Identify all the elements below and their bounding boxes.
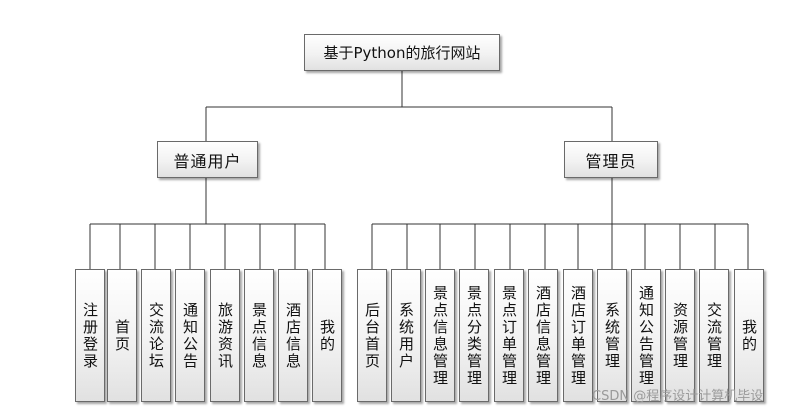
admin-leaf-scenic-category-mgmt: 景点分类管理 <box>459 269 489 402</box>
branch-node-user: 普通用户 <box>157 141 258 178</box>
user-leaf-mine: 我的 <box>312 269 342 402</box>
user-leaf-travel-news: 旅游资讯 <box>210 269 240 402</box>
admin-leaf-hotel-order-mgmt: 酒店订单管理 <box>563 269 593 402</box>
user-leaf-register-login: 注册登录 <box>75 269 105 402</box>
admin-leaf-exchange-mgmt: 交流管理 <box>699 269 729 402</box>
admin-leaf-system-mgmt: 系统管理 <box>597 269 627 402</box>
watermark: CSDN @程序设计计算机毕设 <box>592 389 764 404</box>
admin-leaf-scenic-order-mgmt: 景点订单管理 <box>494 269 524 402</box>
user-leaf-scenic-info: 景点信息 <box>244 269 274 402</box>
user-leaf-notice: 通知公告 <box>175 269 205 402</box>
root-node: 基于Python的旅行网站 <box>304 34 500 71</box>
admin-leaf-resource-mgmt: 资源管理 <box>665 269 695 402</box>
user-leaf-home: 首页 <box>107 269 137 402</box>
branch-node-admin: 管理员 <box>564 141 658 178</box>
user-leaf-forum: 交流论坛 <box>141 269 171 402</box>
admin-leaf-dashboard: 后台首页 <box>357 269 387 402</box>
admin-leaf-system-users: 系统用户 <box>391 269 421 402</box>
admin-leaf-notice-mgmt: 通知公告管理 <box>631 269 661 402</box>
user-leaf-hotel-info: 酒店信息 <box>278 269 308 402</box>
admin-leaf-scenic-info-mgmt: 景点信息管理 <box>425 269 455 402</box>
admin-leaf-hotel-info-mgmt: 酒店信息管理 <box>528 269 558 402</box>
admin-leaf-mine: 我的 <box>734 269 764 402</box>
